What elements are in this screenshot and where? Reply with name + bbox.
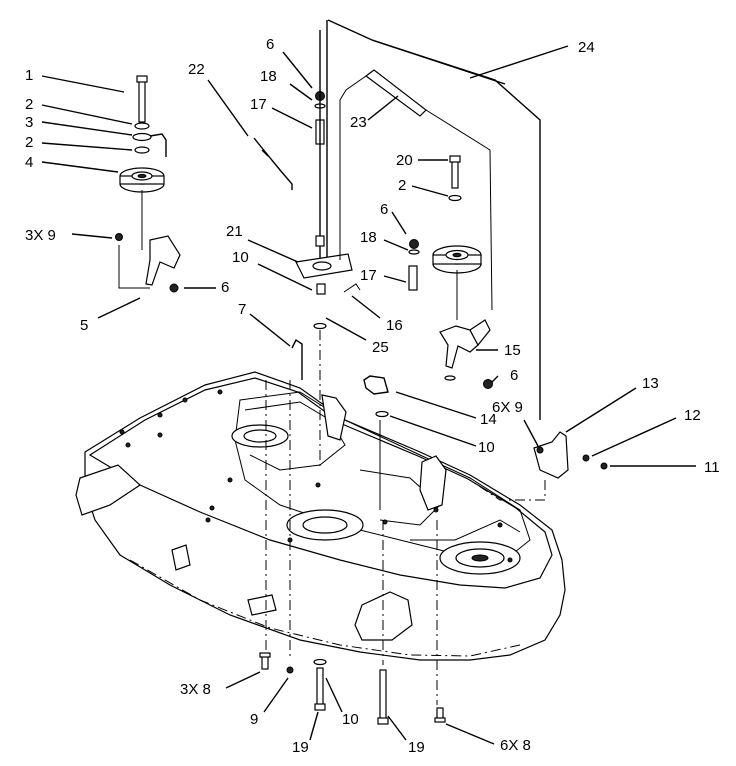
callout-labels: 1 2 3 2 4 3X 9 5 6 22 6 18 17 21 10 7 24… [25,36,720,756]
right-bracket-assembly [469,431,608,501]
callout-11: 11 [704,459,720,476]
callout-5: 5 [80,317,88,334]
callout-6-right-lower: 6 [510,367,518,384]
callout-17-top: 17 [250,96,267,113]
callout-3x8: 3X 8 [180,681,211,698]
leader-lines [41,45,696,745]
callout-6-top: 6 [266,36,274,53]
callout-6-right-upper: 6 [380,201,388,218]
callout-19-right: 19 [408,739,425,756]
callout-13: 13 [642,375,659,392]
callout-10-center: 10 [232,249,249,266]
callout-22: 22 [188,61,205,78]
center-pivot-assembly [253,20,361,470]
callout-23: 23 [350,114,367,131]
callout-20: 20 [396,152,413,169]
callout-6x8: 6X 8 [500,737,531,754]
right-idler-assembly [408,155,493,389]
callout-12: 12 [684,407,701,424]
callout-15: 15 [504,342,521,359]
callout-2-upper: 2 [25,96,33,113]
callout-19-left: 19 [292,739,309,756]
callout-9: 9 [250,711,258,728]
bottom-hardware [259,380,446,725]
callout-3x9: 3X 9 [25,227,56,244]
springs-and-rods [291,19,541,510]
callout-21: 21 [226,223,243,240]
callout-10-right: 10 [478,439,495,456]
callout-1: 1 [25,67,33,84]
callout-6x9: 6X 9 [492,399,523,416]
callout-24: 24 [578,39,595,56]
callout-4: 4 [25,154,33,171]
callout-16: 16 [386,317,403,334]
callout-6-left: 6 [221,279,229,296]
callout-3: 3 [25,114,33,131]
callout-25: 25 [372,339,389,356]
callout-18-right: 18 [360,229,377,246]
callout-10-bottom: 10 [342,711,359,728]
callout-7: 7 [238,301,246,318]
callout-2-lower: 2 [25,134,33,151]
callout-17-right: 17 [360,267,377,284]
left-idler-assembly [115,75,181,293]
callout-18-top: 18 [260,68,277,85]
callout-2-right: 2 [398,177,406,194]
callout-14: 14 [480,411,497,428]
